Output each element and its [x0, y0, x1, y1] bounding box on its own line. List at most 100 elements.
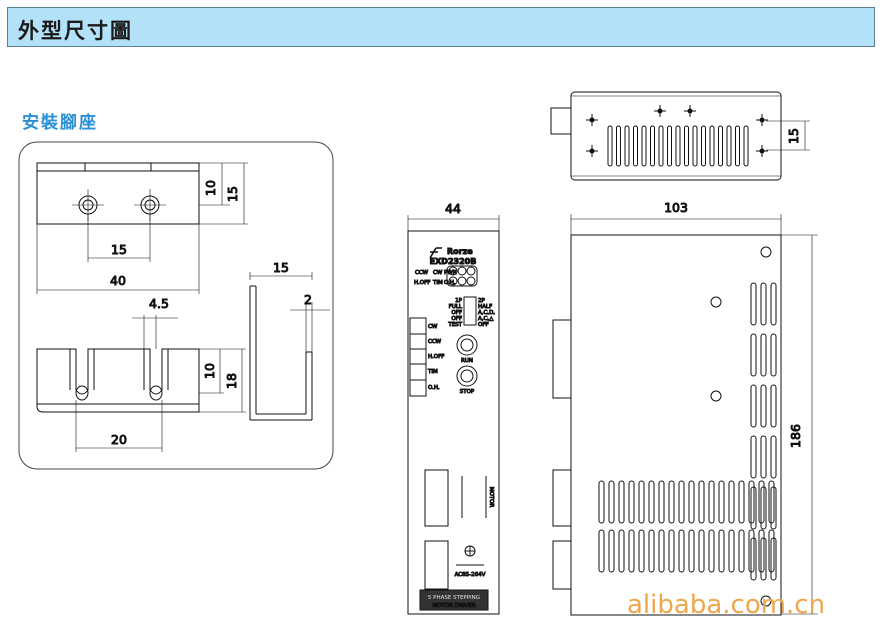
front-bottom-line-2: MOTOR DRIVER [432, 603, 475, 609]
vent-slot [718, 125, 723, 167]
dim-side-186: 186 [788, 424, 803, 448]
sw-left-2: FULL [449, 304, 463, 310]
vent-slot [638, 480, 645, 524]
vent-slot [726, 125, 732, 167]
vent-slot [768, 480, 775, 524]
vent-slot [718, 480, 725, 524]
vent-slot [760, 435, 767, 479]
vent-slot [678, 529, 685, 573]
vent-slot [688, 529, 695, 573]
vent-slot [624, 125, 630, 167]
motor-label: MOTOR [488, 487, 494, 508]
vent-slot [708, 529, 715, 573]
screw-mark-icon [756, 114, 768, 126]
vent-slot [770, 282, 777, 326]
vent-slot [598, 529, 605, 573]
vent-slot [698, 480, 705, 524]
vent-slot [728, 480, 735, 524]
top-view-screw-marks [586, 105, 768, 157]
mounting-panel [18, 141, 334, 470]
vent-slot [618, 480, 625, 524]
led-hoff: H.OFF [414, 280, 430, 286]
vent-slot [748, 529, 755, 573]
sw-left-4: OFF [451, 316, 462, 322]
led-tim: TIM [432, 280, 443, 286]
dim-bottom-20: 20 [111, 432, 127, 447]
vent-slot [688, 480, 695, 524]
sw-left-1: 1P [455, 298, 462, 304]
screw-mark-icon [586, 145, 598, 157]
vent-slot [608, 529, 615, 573]
vent-slot [738, 480, 745, 524]
screw-mark-icon [756, 145, 768, 157]
vent-slot [628, 480, 635, 524]
terminal-oh: O.H. [428, 385, 440, 391]
terminal-cw: CW [428, 324, 438, 330]
screw-mark-icon [684, 105, 696, 117]
top-view-vent-slots [607, 125, 749, 167]
vent-slot [633, 125, 638, 167]
dim-bottom-10: 10 [202, 363, 217, 379]
terminal-tim: TIM [427, 369, 438, 375]
power-label: AC85-264V [455, 572, 486, 578]
dim-side-103: 103 [664, 200, 688, 215]
vent-slot [748, 480, 755, 524]
sw-right-5: OFF [478, 322, 489, 328]
vent-slot [770, 384, 777, 428]
vent-slot [728, 529, 735, 573]
vent-slot [675, 125, 681, 167]
dim-slot-4-5: 4.5 [149, 296, 169, 311]
led-cw: CW [433, 270, 443, 276]
vent-slot [692, 125, 698, 167]
vent-slot [650, 125, 655, 167]
vent-slot [770, 435, 777, 479]
driver-side-view [552, 214, 818, 616]
vent-slot [709, 125, 715, 167]
title-bar: 外型尺寸圖 [7, 7, 875, 47]
model-label: EXD2320B [430, 257, 477, 266]
led-ccw: CCW [415, 270, 429, 276]
vent-slot [658, 480, 665, 524]
brand-logo-text: Rorze [447, 247, 473, 256]
sw-right-1: 2P [478, 298, 485, 304]
vent-slot [616, 125, 621, 167]
vent-slot [668, 480, 675, 524]
vent-slot [608, 480, 615, 524]
vent-slot [668, 529, 675, 573]
dim-top-15: 15 [225, 186, 240, 202]
vent-slot [758, 480, 765, 524]
vent-slot [750, 435, 757, 479]
vent-slot [760, 333, 767, 377]
vent-slot [628, 529, 635, 573]
dim-top-10: 10 [203, 180, 218, 196]
vent-slot [701, 125, 706, 167]
sw-right-3: A,C,D, [478, 310, 495, 316]
vent-slot [738, 529, 745, 573]
vent-slot [698, 529, 705, 573]
sw-left-3: OFF [451, 310, 462, 316]
bracket-side-view [249, 272, 330, 421]
vent-slot [658, 529, 665, 573]
led-pwr: PWR [444, 270, 457, 276]
dim-width-40: 40 [110, 273, 126, 288]
vent-slot [618, 529, 625, 573]
terminal-ccw: CCW [428, 339, 442, 345]
vent-slot [684, 125, 689, 167]
vent-slot [648, 480, 655, 524]
vent-slot [718, 529, 725, 573]
vent-slot [667, 125, 672, 167]
sw-right-4: A,C,△ [478, 316, 494, 322]
vent-slot [598, 480, 605, 524]
driver-front-view [407, 215, 500, 615]
sw-left-5: TEST [447, 322, 462, 328]
vent-slot [760, 282, 767, 326]
vent-slot [607, 125, 613, 167]
vent-slot [638, 529, 645, 573]
vent-slot [735, 125, 740, 167]
screw-mark-icon [654, 105, 666, 117]
vent-slot [770, 333, 777, 377]
watermark-text: alibaba.com.cn [627, 590, 825, 620]
dim-bottom-18: 18 [224, 373, 239, 389]
dim-side-15: 15 [273, 260, 289, 275]
